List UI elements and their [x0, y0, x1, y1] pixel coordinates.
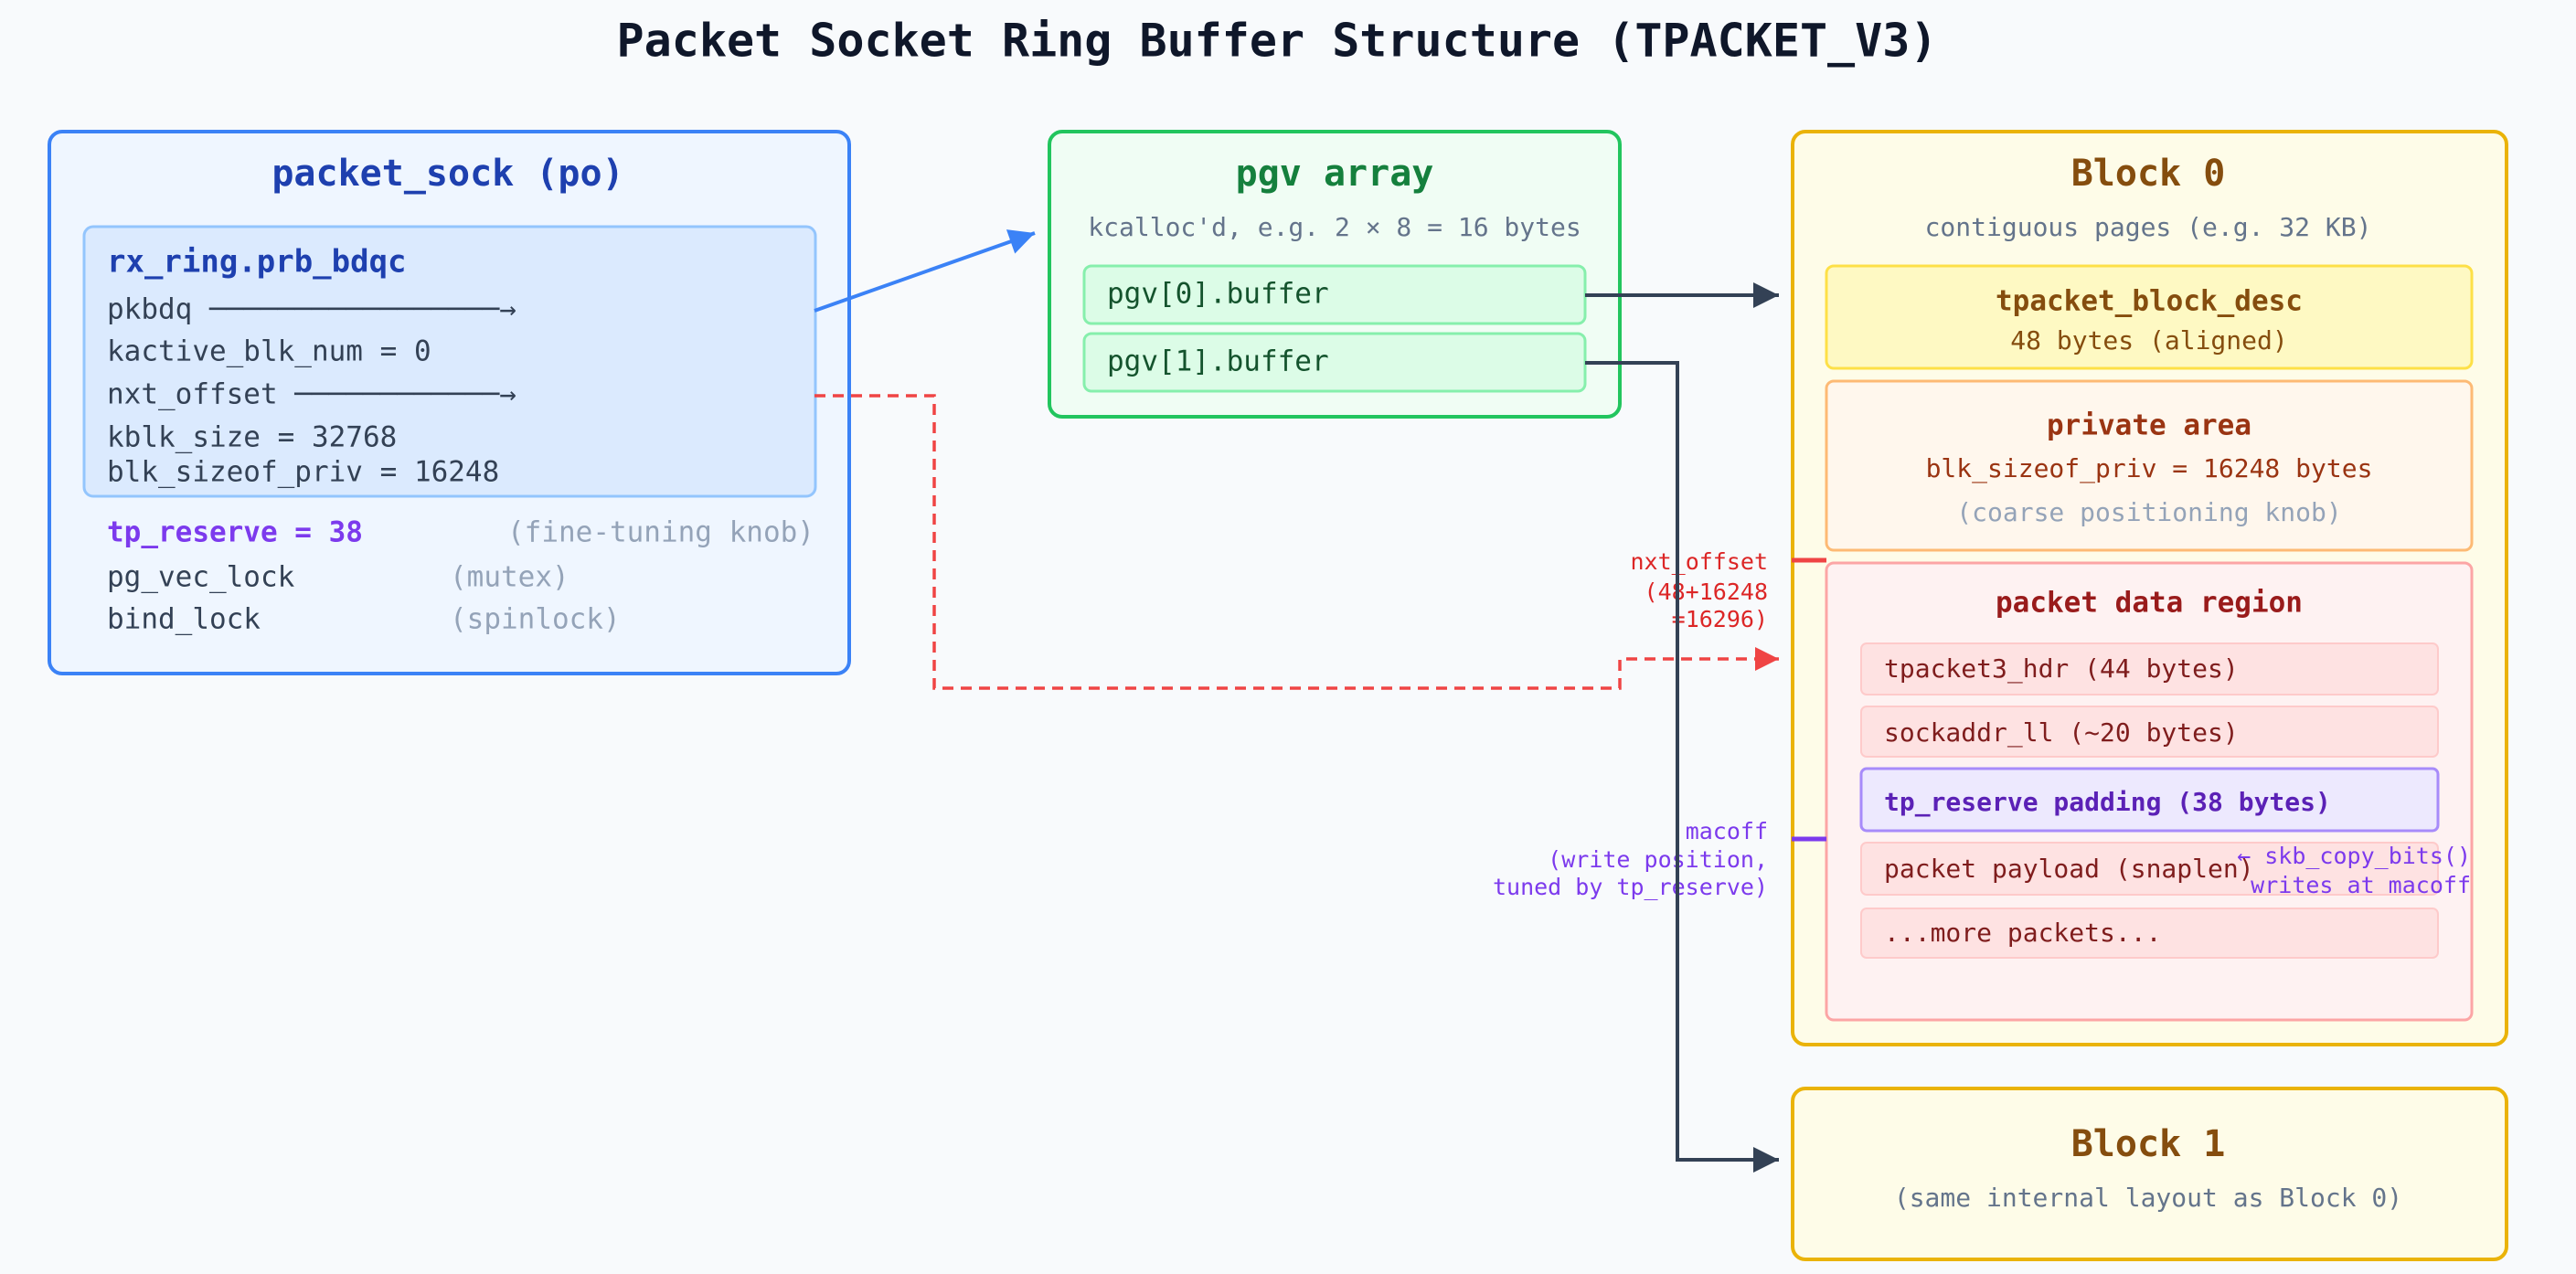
private-area-frame	[1825, 379, 2474, 552]
field-kblk-size: kblk_size = 32768	[107, 421, 397, 454]
nxt-offset-annotation: nxt_offset (48+16248 =16296)	[1630, 548, 1826, 632]
block-desc-size: 48 bytes (aligned)	[2010, 325, 2287, 356]
member-tp-reserve: tp_reserve = 38	[107, 516, 363, 549]
data-item-packet-payload-label: packet payload (snaplen)	[1884, 854, 2254, 884]
rx-ring-frame	[82, 225, 817, 498]
pgv-entry-1-label: pgv[1].buffer	[1107, 345, 1329, 378]
field-pkbdq: pkbdq ─────────────────→	[107, 293, 516, 326]
pgv-array-title: pgv array	[1236, 153, 1434, 195]
macoff-annotation-line-1: macoff	[1686, 818, 1768, 844]
packet-data-region: packet data region tpacket3_hdr (44 byte…	[1825, 561, 2474, 1022]
nxt-offset-to-data-region-arrow	[814, 394, 1779, 690]
data-item-more-packets	[1860, 908, 2439, 959]
private-area-note: (coarse positioning knob)	[1956, 497, 2341, 527]
rx-ring-box: rx_ring.prb_bdqc pkbdq ─────────────────…	[82, 225, 817, 498]
packet-sock-title: packet_sock (po)	[271, 153, 623, 195]
member-pg-vec-lock: pg_vec_lock	[107, 561, 295, 594]
pgv-array-subtitle: kcalloc'd, e.g. 2 × 8 = 16 bytes	[1088, 212, 1581, 242]
block-1-frame	[1791, 1087, 2508, 1261]
rx-ring-title: rx_ring.prb_bdqc	[107, 244, 407, 281]
data-item-tpacket3-hdr-label: tpacket3_hdr (44 bytes)	[1884, 653, 2239, 685]
field-kactive-blk-num: kactive_blk_num = 0	[107, 335, 431, 368]
pgv-array-box: pgv array kcalloc'd, e.g. 2 × 8 = 16 byt…	[1048, 130, 1622, 419]
block-desc-section: tpacket_block_desc 48 bytes (aligned)	[1825, 264, 2474, 370]
data-item-sockaddr-ll	[1860, 706, 2439, 758]
block-0-title: Block 0	[2071, 153, 2226, 195]
member-pg-vec-lock-note: (mutex)	[450, 561, 569, 594]
macoff-annotation: macoff (write position, tuned by tp_rese…	[1493, 818, 1826, 900]
block-desc-frame	[1825, 264, 2474, 370]
private-area-section: private area blk_sizeof_priv = 16248 byt…	[1825, 379, 2474, 552]
block-desc-title: tpacket_block_desc	[1996, 285, 2303, 318]
data-item-tpacket3-hdr	[1860, 642, 2439, 695]
pgv1-to-block1-arrow	[1585, 361, 1779, 1173]
data-item-tp-reserve-padding	[1859, 767, 2440, 833]
member-bind-lock-note: (spinlock)	[450, 603, 621, 636]
pgv-entry-0-label: pgv[0].buffer	[1107, 278, 1329, 311]
copy-note-line-1: ← skb_copy_bits()	[2237, 843, 2471, 869]
field-nxt-offset: nxt_offset ────────────→	[107, 378, 516, 411]
block-1-title: Block 1	[2071, 1123, 2226, 1165]
member-tp-reserve-note: (fine-tuning knob)	[507, 516, 814, 549]
data-item-more-packets-label: ...more packets...	[1884, 918, 2161, 948]
data-item-sockaddr-ll-label: sockaddr_ll (~20 bytes)	[1884, 717, 2239, 748]
data-item-tp-reserve-padding-label: tp_reserve padding (38 bytes)	[1884, 787, 2331, 817]
diagram-title: Packet Socket Ring Buffer Structure (TPA…	[617, 15, 1938, 68]
nxt-offset-annotation-line-2: (48+16248	[1645, 579, 1768, 605]
copy-note-line-2: writes at macoff	[2251, 872, 2471, 898]
field-blk-sizeof-priv: blk_sizeof_priv = 16248	[107, 456, 499, 489]
packet-data-region-title: packet data region	[1996, 587, 2303, 620]
block-1-subtitle: (same internal layout as Block 0)	[1894, 1183, 2402, 1213]
packet-sock-box: packet_sock (po) rx_ring.prb_bdqc pkbdq …	[48, 130, 851, 675]
block-1: Block 1 (same internal layout as Block 0…	[1791, 1087, 2508, 1261]
member-bind-lock: bind_lock	[107, 603, 261, 636]
private-area-size: blk_sizeof_priv = 16248 bytes	[1926, 453, 2373, 484]
pkbdq-to-pgv-arrow	[814, 229, 1036, 313]
block-0: Block 0 contiguous pages (e.g. 32 KB) tp…	[1791, 130, 2508, 1046]
data-item-packet-payload	[1860, 842, 2439, 896]
private-area-title: private area	[2047, 409, 2251, 442]
nxt-offset-annotation-line-3: =16296)	[1672, 606, 1768, 632]
block-0-subtitle: contiguous pages (e.g. 32 KB)	[1925, 212, 2372, 242]
macoff-annotation-line-3: tuned by tp_reserve)	[1493, 874, 1768, 900]
macoff-annotation-line-2: (write position,	[1548, 846, 1768, 873]
nxt-offset-annotation-line-1: nxt_offset	[1630, 548, 1768, 575]
